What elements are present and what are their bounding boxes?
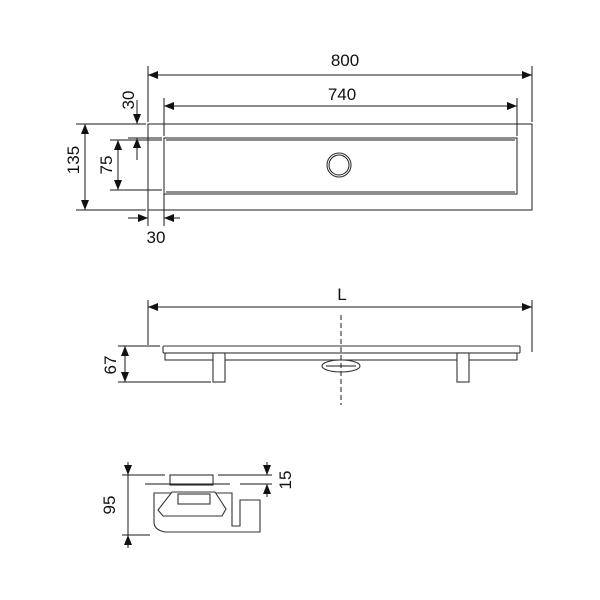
dimension-label-95: 95 <box>100 496 119 515</box>
dimension-label-30-top: 30 <box>119 91 138 110</box>
support-leg-right <box>456 352 470 383</box>
dimension-label-30-bottom: 30 <box>147 228 166 247</box>
dimension-label-L: L <box>337 285 346 304</box>
trap-grate <box>169 474 214 486</box>
dimension-label-135: 135 <box>64 146 83 174</box>
dimension-label-15: 15 <box>276 471 295 490</box>
trap-insert <box>177 493 211 505</box>
trap-view: 95 15 <box>100 462 295 548</box>
dimension-label-800: 800 <box>331 51 359 70</box>
dimension-label-75: 75 <box>97 156 116 175</box>
side-view: L 67 <box>101 285 533 405</box>
support-leg-left <box>212 352 226 383</box>
top-view: 800 740 30 135 75 30 <box>64 51 533 247</box>
dimension-label-67: 67 <box>101 356 120 375</box>
dimension-label-740: 740 <box>328 85 356 104</box>
drain-outlet-circle <box>326 152 352 178</box>
